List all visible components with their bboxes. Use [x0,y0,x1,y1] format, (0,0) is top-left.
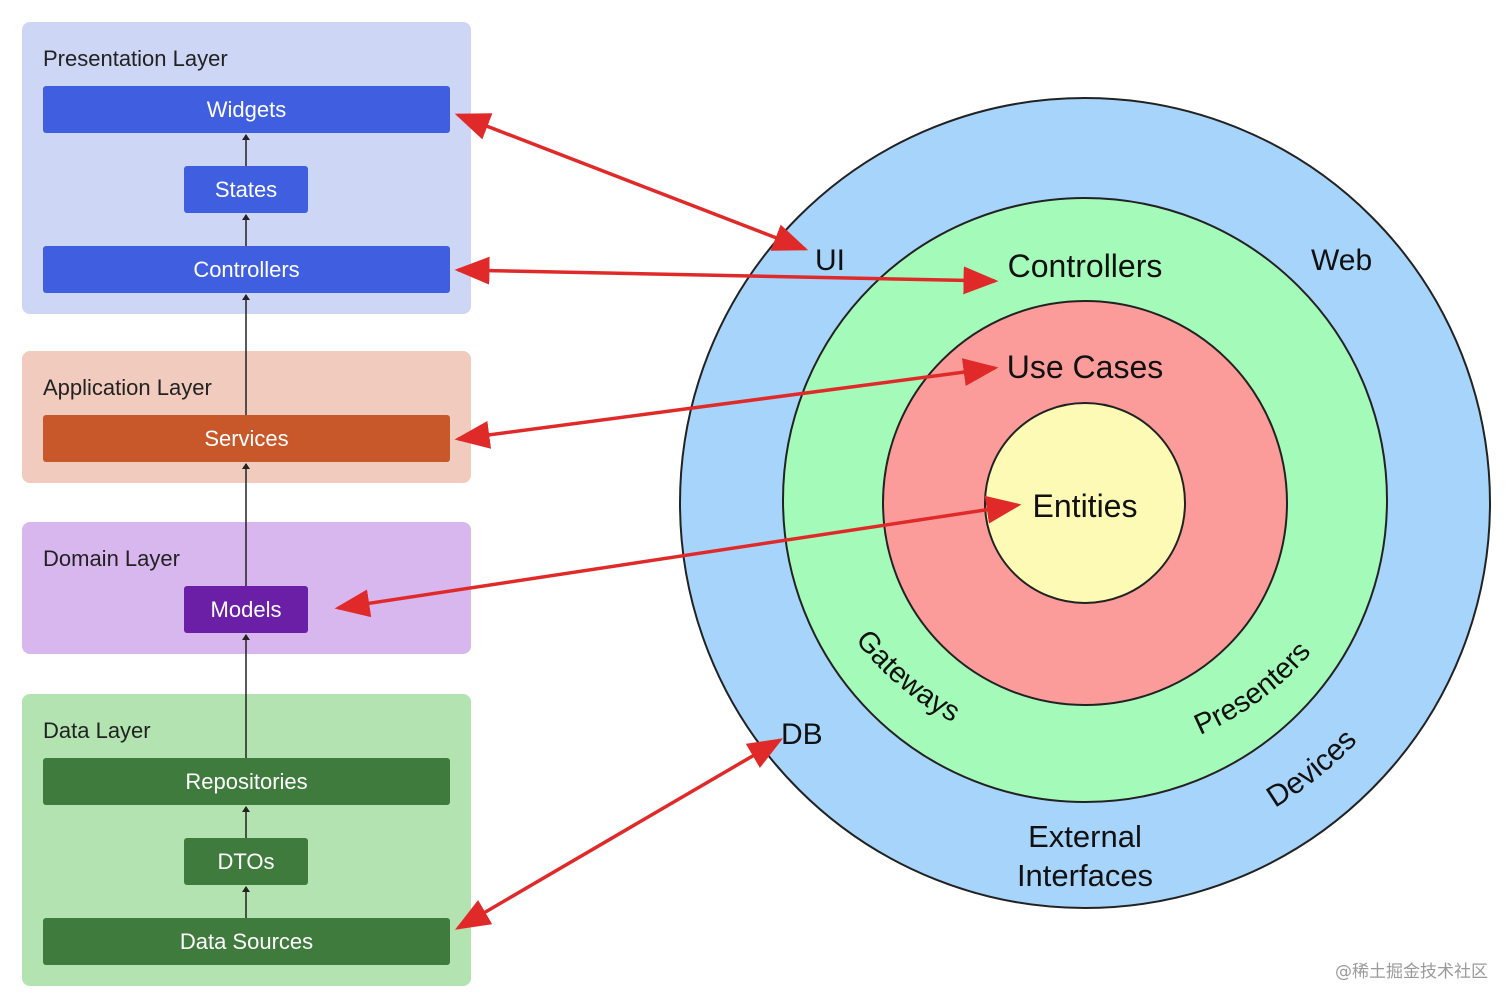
watermark-text: @稀土掘金技术社区 [1335,962,1488,982]
domain-layer-title: Domain Layer [43,546,180,571]
label-use-cases: Use Cases [1007,349,1164,385]
arrow-widgets-ui [454,113,809,251]
dtos-box: DTOs [184,838,308,885]
application-layer-title: Application Layer [43,375,212,400]
mapping-arrows [334,113,1022,930]
arrow-models-entities [334,495,1022,618]
arrow-services-usecases [454,358,999,449]
states-box: States [184,166,308,213]
label-ui: UI [815,244,845,277]
widgets-box: Widgets [43,86,450,133]
label-external: External [1028,819,1142,854]
data-layer-title: Data Layer [43,718,151,743]
data-sources-box: Data Sources [43,918,450,965]
arrow-controllers [454,256,999,295]
label-db: DB [781,718,823,751]
services-box: Services [43,415,450,462]
label-entities: Entities [1033,488,1138,524]
models-box: Models [184,586,308,633]
controllers-box: Controllers [43,246,450,293]
presentation-layer-title: Presentation Layer [43,46,228,71]
label-interfaces: Interfaces [1017,858,1153,893]
repositories-box: Repositories [43,758,450,805]
label-web: Web [1311,244,1372,277]
arrow-datasources-db [454,738,784,930]
label-controllers-ring: Controllers [1008,248,1163,284]
